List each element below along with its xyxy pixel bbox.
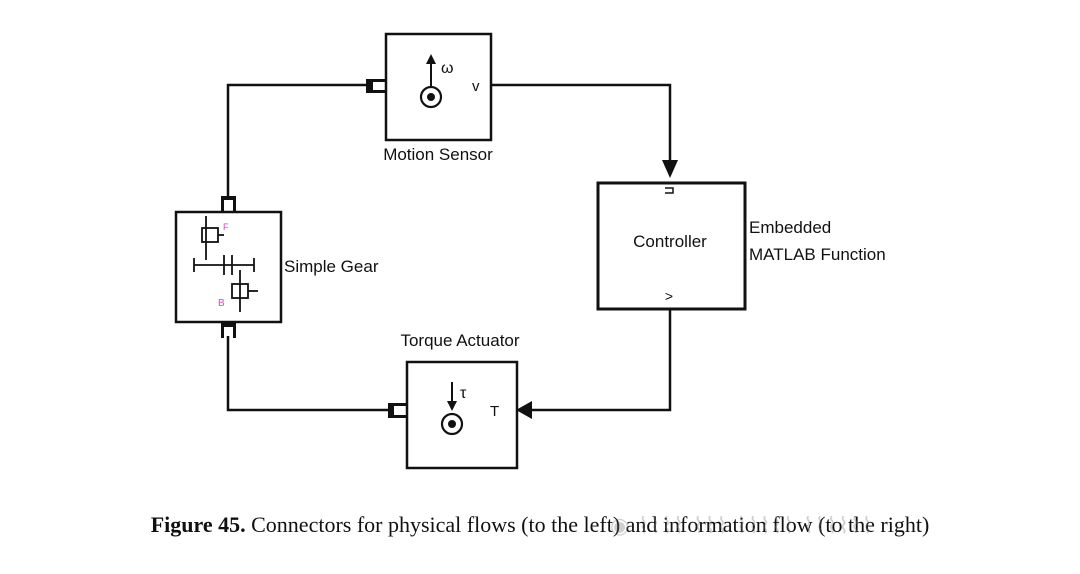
torque-actuator-symbol: τ	[460, 385, 467, 402]
controller-annotation-line2: MATLAB Function	[749, 245, 886, 264]
controller-output-port-label: >	[665, 288, 673, 304]
gear-train-icon	[193, 216, 258, 312]
simple-gear-block[interactable]: F B Simple Gear	[174, 210, 379, 324]
gear-port-top-label: F	[223, 222, 229, 232]
torque-actuator-input-port-label: T	[490, 403, 499, 420]
motion-sensor-symbol: ω	[441, 60, 454, 77]
controller-input-arrowhead	[662, 160, 678, 178]
figure-caption-text: Connectors for physical flows (to the le…	[251, 512, 930, 537]
gear-bottom-physical-port	[221, 323, 236, 327]
controller-block[interactable]: Controller > Embedded MATLAB Function	[596, 181, 886, 311]
physical-connectors	[221, 79, 406, 418]
motion-sensor-block[interactable]: ω v Motion Sensor	[383, 32, 493, 164]
connection-lines	[226, 83, 672, 412]
gear-top-physical-port	[221, 196, 236, 200]
motion-sensor-label: Motion Sensor	[383, 145, 493, 164]
sensor-physical-port	[366, 79, 373, 93]
simple-gear-label: Simple Gear	[284, 257, 379, 276]
gear-to-actuator-line	[226, 336, 388, 412]
actuator-physical-port	[388, 403, 394, 418]
figure-number: Figure 45.	[150, 512, 246, 537]
controller-annotation-line1: Embedded	[749, 218, 831, 237]
actuator-input-arrowhead	[516, 401, 532, 419]
gear-port-bottom-label: B	[218, 298, 225, 309]
controller-label: Controller	[633, 232, 707, 251]
sensor-to-controller-line	[491, 83, 672, 160]
motion-sensor-output-port-label: v	[472, 78, 480, 95]
torque-actuator-block[interactable]: τ T Torque Actuator	[400, 331, 520, 470]
sensor-to-gear-line	[226, 83, 366, 196]
figure-caption: Figure 45. Connectors for physical flows…	[0, 512, 1080, 538]
torque-actuator-label: Torque Actuator	[400, 331, 519, 350]
controller-to-actuator-line	[530, 309, 672, 412]
controller-input-port-icon	[665, 187, 674, 194]
